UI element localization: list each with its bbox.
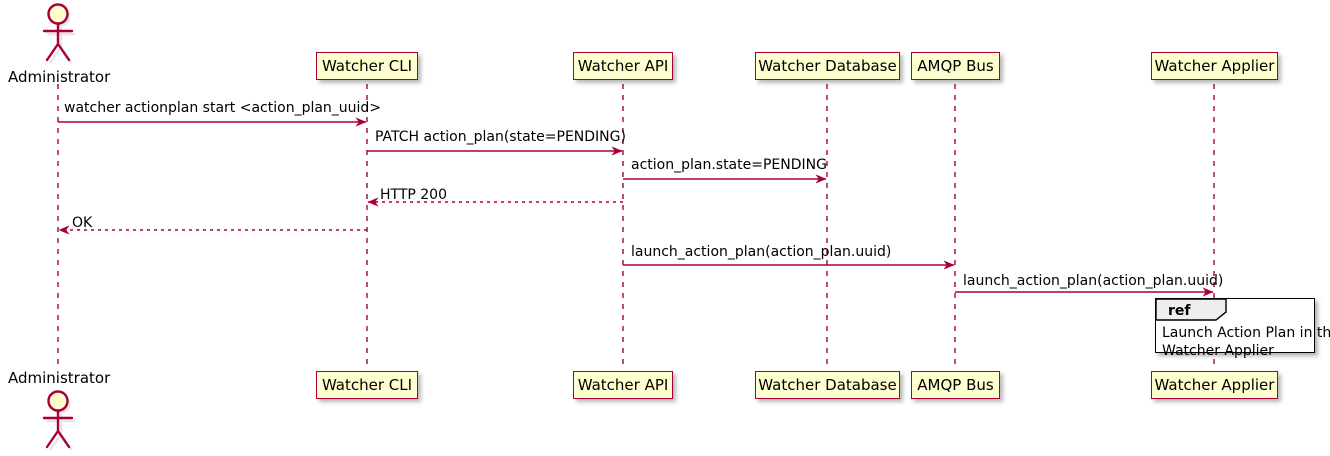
participant-watcher-applier-top[interactable]: Watcher Applier xyxy=(1151,52,1278,80)
participant-watcher-applier-bottom[interactable]: Watcher Applier xyxy=(1151,371,1278,399)
arrows-group xyxy=(58,117,1214,297)
participant-watcher-cli-top[interactable]: Watcher CLI xyxy=(316,52,418,80)
message-label-m1: watcher actionplan start <action_plan_uu… xyxy=(64,100,382,116)
actor-label-administrator-top: Administrator xyxy=(8,68,111,86)
actor-label-administrator-bottom: Administrator xyxy=(8,369,111,387)
actors-group xyxy=(42,3,75,451)
participant-amqp-bus-top[interactable]: AMQP Bus xyxy=(911,52,1000,80)
participant-watcher-api-bottom[interactable]: Watcher API xyxy=(573,371,673,399)
message-label-m7: launch_action_plan(action_plan.uuid) xyxy=(963,273,1224,289)
participant-watcher-api-top[interactable]: Watcher API xyxy=(573,52,673,80)
participant-watcher-cli-bottom[interactable]: Watcher CLI xyxy=(316,371,418,399)
message-label-m2: PATCH action_plan(state=PENDING) xyxy=(375,129,626,145)
ref-frame[interactable]: ref Launch Action Plan in the Watcher Ap… xyxy=(1155,298,1330,359)
actor-figure-administrator-top xyxy=(42,3,75,64)
ref-text-line-1: Launch Action Plan in the xyxy=(1162,325,1330,341)
participant-amqp-bus-bottom[interactable]: AMQP Bus xyxy=(911,371,1000,399)
message-label-m3: action_plan.state=PENDING xyxy=(631,157,827,173)
ref-tab-label: ref xyxy=(1168,303,1191,319)
ref-tab-notch-icon xyxy=(1155,298,1227,321)
participant-watcher-db-bottom[interactable]: Watcher Database xyxy=(755,371,900,399)
actor-figure-administrator-bottom xyxy=(42,390,75,451)
ref-tab-shape xyxy=(1155,298,1227,321)
message-label-m4: HTTP 200 xyxy=(380,187,447,203)
message-label-m6: launch_action_plan(action_plan.uuid) xyxy=(631,244,892,260)
lifelines-group xyxy=(57,84,1215,370)
ref-text-line-2: Watcher Applier xyxy=(1162,343,1274,359)
message-label-m5: OK xyxy=(72,215,93,231)
participant-watcher-db-top[interactable]: Watcher Database xyxy=(755,52,900,80)
